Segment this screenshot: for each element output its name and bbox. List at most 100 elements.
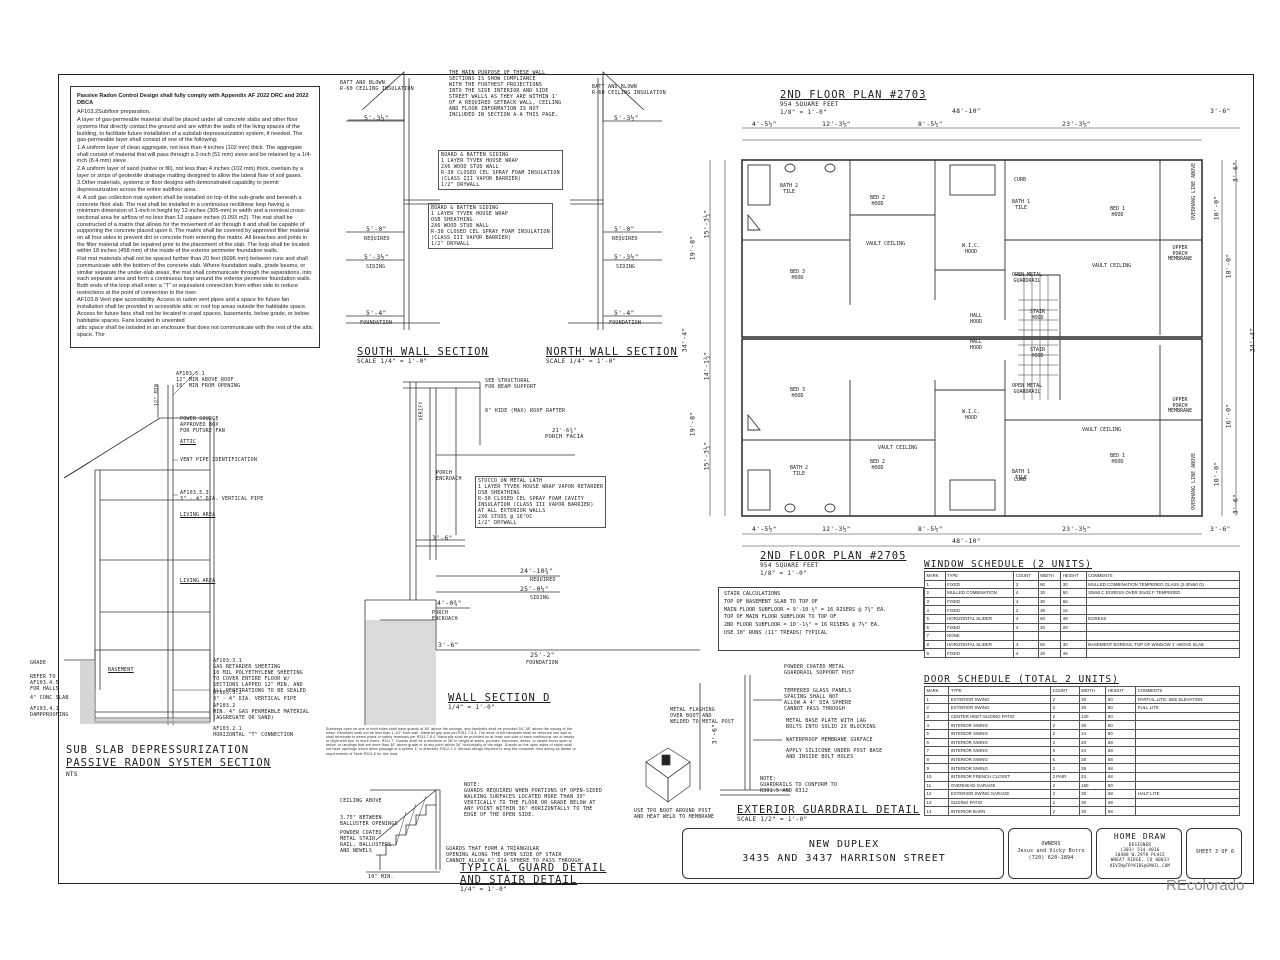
table-cell: 80 bbox=[1105, 711, 1137, 722]
board-batten-note2: BOARD & BATTEN SIDING 1 LAYER TYVEK HOUS… bbox=[428, 203, 553, 249]
table-cell: 68 bbox=[1105, 806, 1137, 816]
room-overhang: OVERHANG LINE ABOVE bbox=[1191, 162, 1197, 220]
table-cell bbox=[1085, 622, 1241, 633]
plan-dim-bottom: 4'-5½" bbox=[752, 525, 777, 533]
table-cell: 7 bbox=[923, 746, 950, 756]
table-cell: 120 bbox=[1078, 711, 1107, 722]
wall-d-dim-1: 24'-10¾" bbox=[520, 567, 553, 575]
table-cell: 16 bbox=[1060, 605, 1087, 615]
table-cell: 4 bbox=[1013, 596, 1039, 607]
table-cell: FIXED bbox=[944, 596, 1015, 607]
room-bed1: BED 1 HOOD bbox=[1110, 453, 1126, 465]
radon-label-af1: AF103.5.1 12" MIN ABOVE ROOF 10' MIN FRO… bbox=[176, 371, 241, 389]
table-cell: 2 bbox=[1050, 728, 1080, 739]
north-wall-scale: SCALE 1/4" = 1'-0" bbox=[546, 358, 617, 365]
room-bath1: BATH 1 TILE bbox=[1012, 469, 1031, 481]
north-dim-2: 5'-0" bbox=[614, 225, 635, 233]
drawing-sheet-border bbox=[58, 74, 1254, 884]
room-overhang: OVERHANG LINE ABOVE bbox=[1191, 452, 1197, 510]
wall-d-porch-encroach: PORCH ENCROACH bbox=[436, 470, 462, 482]
wall-d-dim-3b: PORCH ENCROACH bbox=[432, 610, 458, 622]
radon-section-scale: NTS bbox=[66, 771, 78, 778]
board-batten-note: BOARD & BATTEN SIDING 1 LAYER TYVEK HOUS… bbox=[438, 150, 563, 190]
table-cell: PARTIAL LITE, SEE ELEVATION bbox=[1135, 694, 1240, 705]
table-cell: 8 bbox=[923, 754, 950, 765]
table-cell bbox=[1085, 605, 1241, 615]
firm-email: KEVIN@TRYKIDS@GMAIL.COM bbox=[1110, 863, 1170, 868]
guard-between: 3.75" BETWEEN BALLUSTER OPENINGS bbox=[340, 815, 398, 827]
south-dim-2: 5'-0" bbox=[366, 225, 387, 233]
stair-calc-line: 2ND FLOOR SUBFLOOR = 10'-1½" = 16 RISERS… bbox=[724, 622, 881, 629]
ext-guard-flashing: METAL FLASHING OVER BOOT AND WELDED TO M… bbox=[670, 707, 735, 725]
table-cell: 5 bbox=[923, 728, 950, 739]
ext-guard-glass: TEMPERED GLASS PANELS SPACING SHALL NOT … bbox=[784, 688, 852, 712]
table-cell: 1 bbox=[924, 579, 946, 590]
guard-fine-print: Stairways open on one or both sides shal… bbox=[326, 727, 576, 756]
wall-d-dim-5b: FOUNDATION bbox=[526, 660, 559, 666]
table-cell: HORIZONTAL SLIDER bbox=[944, 613, 1015, 624]
table-cell: FIXED bbox=[944, 622, 1015, 633]
wall-d-dim-5: 25'-2" bbox=[530, 651, 555, 659]
table-cell bbox=[1085, 631, 1241, 641]
table-cell: 30 bbox=[1078, 694, 1107, 705]
table-cell: 50 bbox=[1060, 588, 1087, 598]
stair-calc-line: TOP OF MAIN FLOOR SUBFLOOR TO TOP OF bbox=[724, 614, 837, 621]
plan-dim-bottom-right: 3'-6" bbox=[1210, 525, 1231, 533]
project-address: 3435 AND 3437 HARRISON STREET bbox=[742, 853, 946, 864]
table-cell: 2 bbox=[1050, 720, 1080, 730]
radon-label-damp: AF103.4.1 DAMPPROOFING bbox=[30, 706, 69, 718]
guard-title: TYPICAL GUARD DETAIL bbox=[460, 862, 607, 874]
plan-dim-left: 14'-1½" bbox=[702, 351, 711, 381]
guard-min: 10" MIN. bbox=[368, 874, 394, 880]
plan-bottom-sqft: 954 SQUARE FEET bbox=[760, 562, 819, 569]
wall-d-dim-2: 25'-0½" bbox=[520, 585, 549, 593]
table-cell: 80 bbox=[1105, 728, 1137, 739]
plan-dim-right: 3'-6" bbox=[1231, 493, 1240, 515]
table-cell: 68 bbox=[1105, 771, 1137, 782]
north-dim-3: 5'-3½" bbox=[614, 253, 639, 261]
wall-d-rafter: 8" HIDE (MAX) ROOF RAFTER bbox=[485, 408, 566, 414]
plan-dim-top: 4'-5½" bbox=[752, 120, 777, 128]
table-cell: 60 bbox=[1037, 613, 1062, 624]
table-cell: MULLED COMBINATION bbox=[944, 588, 1015, 598]
radon-label-slab: 4" CONC SLAB bbox=[30, 695, 69, 701]
radon-paragraph: attic space shall be isolated in an encl… bbox=[77, 325, 313, 338]
table-cell: 68 bbox=[1105, 746, 1137, 756]
table-cell: INTERIOR SWING bbox=[948, 746, 1052, 756]
room-vault: VAULT CEILING bbox=[878, 445, 918, 451]
table-cell: 6 bbox=[923, 737, 950, 748]
room-bed2: BED 2 HOOD bbox=[870, 195, 886, 207]
plan-bottom-scale: 1/8" = 1'-0" bbox=[760, 570, 807, 577]
table-cell: 11 bbox=[923, 780, 950, 791]
table-cell: 3 bbox=[923, 711, 950, 722]
plan-dim-right: 10'-0" bbox=[1212, 461, 1221, 487]
table-cell bbox=[1135, 711, 1240, 722]
ext-guard-base: METAL BASE PLATE WITH LAG BOLTS INTO SOL… bbox=[786, 718, 876, 730]
table-cell: 60 bbox=[1037, 579, 1062, 590]
table-cell: 2 bbox=[1050, 789, 1080, 799]
table-cell: 2 bbox=[1050, 711, 1080, 722]
ext-guard-note: NOTE: GUARDRAILS TO CONFORM TO R301.5 AN… bbox=[760, 776, 838, 794]
table-cell: 28 bbox=[1078, 763, 1107, 773]
project-name: NEW DUPLEX bbox=[808, 839, 880, 850]
table-cell: 9 bbox=[924, 648, 946, 658]
table-cell: INTERIOR FRENCH CLOSET bbox=[948, 771, 1052, 782]
radon-label-living1: LIVING AREA bbox=[180, 512, 216, 518]
table-cell: 2 bbox=[1050, 703, 1080, 713]
plan-dim-top-right: 3'-6" bbox=[1210, 107, 1231, 115]
table-cell bbox=[1135, 771, 1240, 782]
plan-dim-right: 3'-6" bbox=[1231, 161, 1240, 183]
room-hall: HALL HOOD bbox=[970, 339, 983, 351]
plan-dim-right: 16'-0" bbox=[1224, 403, 1233, 429]
table-header-row: MARK TYPE COUNT WIDTH HEIGHT COMMENTS bbox=[923, 686, 1240, 696]
